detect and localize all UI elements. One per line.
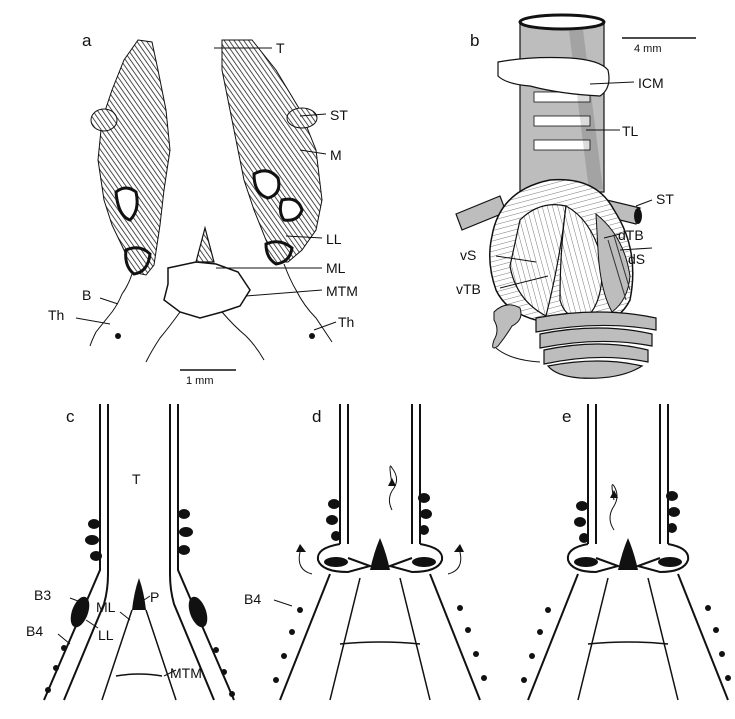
bronchial-rings-b [493, 305, 656, 378]
label-B3: B3 [34, 587, 51, 603]
right-st-lump [287, 108, 317, 128]
panel-c: c T [26, 404, 235, 700]
curved-arrow-left-d [299, 552, 312, 574]
pessulus-a [196, 228, 214, 262]
muscle-dots-e [521, 491, 731, 683]
left-th-marker [115, 333, 121, 339]
scale-bar-b-label: 4 mm [634, 43, 662, 55]
icm-membrane [498, 58, 609, 97]
label-dTB: dTB [618, 227, 644, 243]
label-B: B [82, 287, 91, 303]
panel-d-label: d [312, 407, 321, 426]
scale-bar-a-label: 1 mm [186, 375, 214, 387]
label-LL: LL [326, 231, 342, 247]
label-T-c: T [132, 471, 141, 487]
label-LL-c: LL [98, 627, 114, 643]
panel-e: e [521, 404, 731, 700]
label-T: T [276, 40, 285, 56]
panel-a: a T ST M LL ML M [48, 31, 358, 387]
left-syrinx-section [98, 40, 170, 275]
label-MTM: MTM [326, 283, 358, 299]
left-inner-wall [146, 312, 180, 362]
panel-b: b 4 mm [456, 15, 696, 378]
muscle-dots-d [273, 493, 487, 683]
panel-a-label: a [82, 31, 92, 50]
label-ML-c: ML [96, 599, 116, 615]
label-vTB: vTB [456, 281, 481, 297]
lateral-labium-left-c [67, 594, 93, 630]
label-dS: dS [628, 251, 645, 267]
pessulus-e [618, 538, 638, 570]
right-bronchus-wall [284, 264, 332, 342]
panel-d: d B4 [244, 404, 487, 700]
label-Th-right: Th [338, 314, 354, 330]
label-M: M [330, 147, 342, 163]
label-B4-d: B4 [244, 591, 261, 607]
label-B4-c: B4 [26, 623, 43, 639]
right-th-marker [309, 333, 315, 339]
left-labium-fold-d [318, 544, 370, 572]
trachea-b [520, 15, 604, 192]
label-ST-b: ST [656, 191, 674, 207]
label-ML: ML [326, 260, 346, 276]
label-vS: vS [460, 247, 476, 263]
label-TL: TL [622, 123, 639, 139]
lateral-labium-right-c [185, 594, 211, 630]
left-bronchus-wall [90, 274, 132, 346]
curved-arrow-right-d [448, 552, 461, 574]
panel-e-label: e [562, 407, 571, 426]
pessulus-c [132, 578, 146, 610]
left-st-lump [91, 109, 117, 131]
right-inner-wall [222, 312, 264, 360]
label-ICM: ICM [638, 75, 664, 91]
mtm-membrane-a [164, 262, 250, 318]
label-P: P [150, 589, 159, 605]
airflow-arrow-d [389, 466, 396, 510]
right-labium-fold-d [390, 544, 442, 572]
label-ST: ST [330, 107, 348, 123]
right-cartilage-2 [280, 199, 302, 220]
panel-c-label: c [66, 407, 75, 426]
panel-b-label: b [470, 31, 479, 50]
muscle-dots-left-c [45, 519, 102, 693]
pessulus-d [370, 538, 390, 570]
label-MTM-c: MTM [170, 665, 202, 681]
label-Th-left: Th [48, 307, 64, 323]
